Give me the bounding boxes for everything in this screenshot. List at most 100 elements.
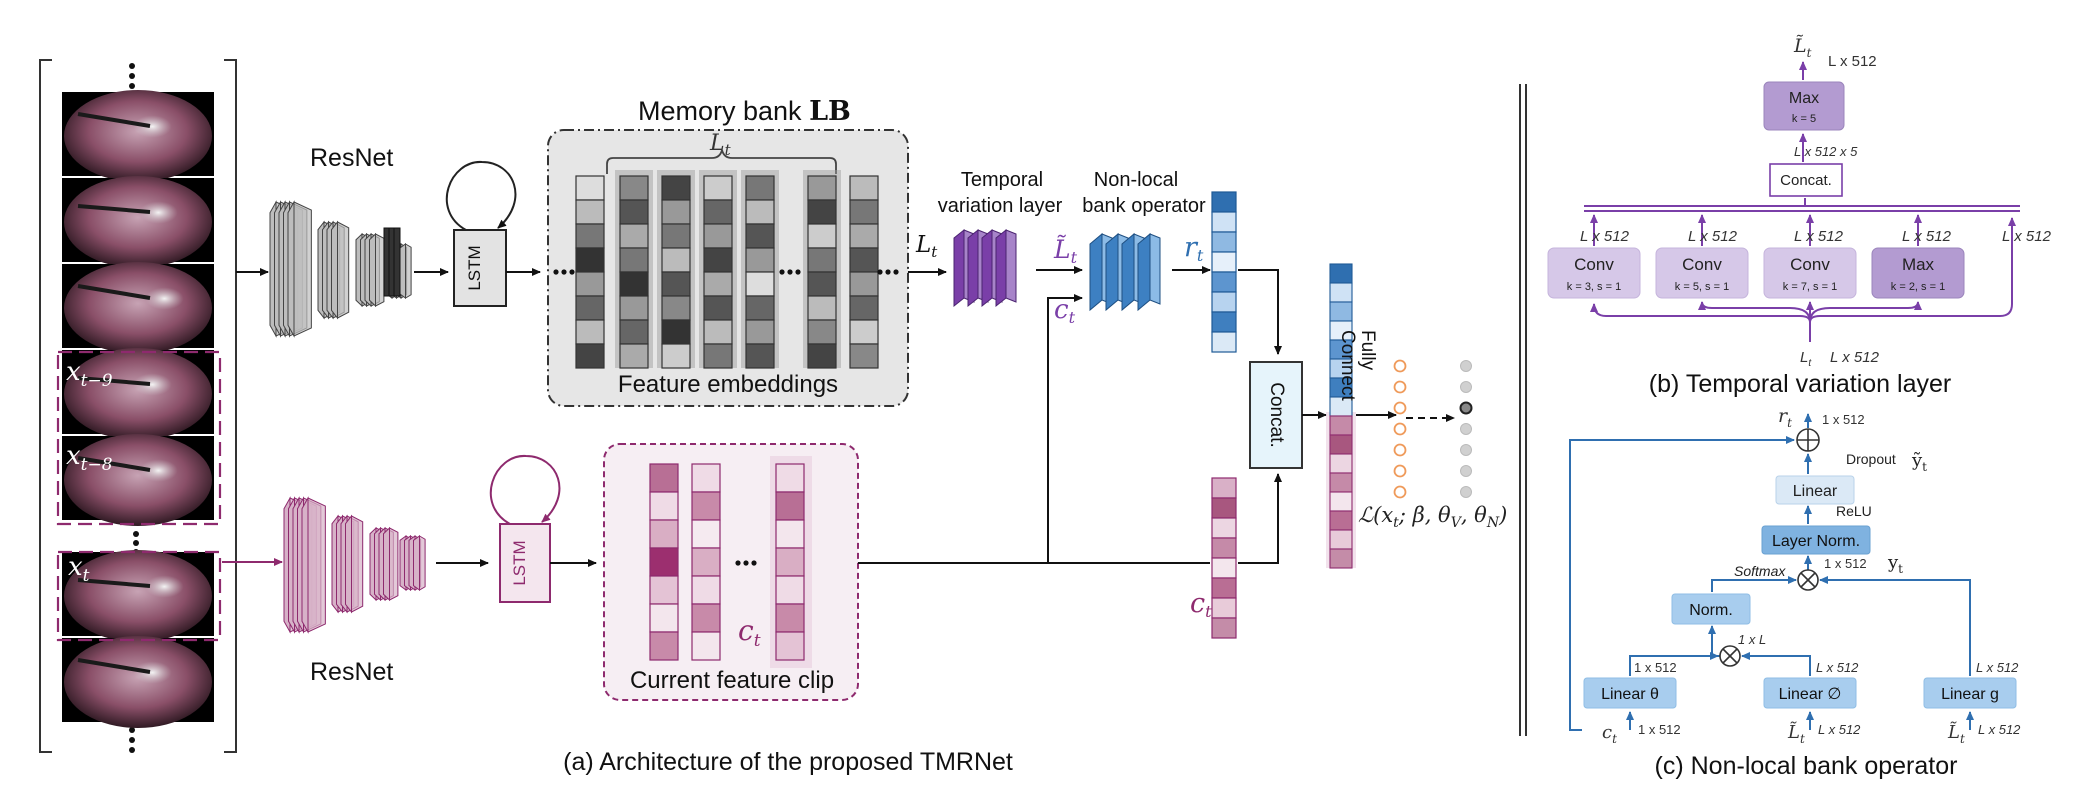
clip-cell-current — [775, 603, 805, 633]
bank-cell — [745, 271, 775, 297]
clip-cell-current — [775, 547, 805, 577]
resnet-slab-face — [419, 535, 426, 591]
ct-cell — [1211, 597, 1237, 619]
bank-cell — [849, 223, 879, 249]
bank-cell — [575, 199, 605, 225]
resnet-top-label: ResNet — [310, 144, 393, 172]
surgical-frame — [62, 434, 214, 526]
rt-cell — [1211, 311, 1237, 333]
bank-column — [699, 170, 737, 369]
clip-cell — [691, 463, 721, 493]
resnet-slab — [345, 514, 352, 614]
c-norm-label: Norm. — [1689, 602, 1733, 619]
bank-cell — [703, 271, 733, 297]
frame-instrument — [77, 658, 151, 674]
frame-instrument — [77, 376, 151, 386]
temporal-slab — [953, 228, 965, 308]
loss-label: ℒ(xt; β, θV, θN) — [1358, 503, 1507, 531]
resnet-slab — [369, 232, 376, 308]
ct-cell — [1211, 557, 1237, 579]
temporal-slab — [967, 228, 979, 308]
label-x-t9: xt−9 — [66, 357, 113, 391]
frame-instrument — [77, 204, 151, 214]
clip-cell — [649, 519, 679, 549]
bank-cell — [575, 175, 605, 201]
bank-column — [657, 170, 695, 369]
c-yt: yt — [1887, 552, 1903, 576]
nonlocal-label-2: bank operator — [1082, 195, 1206, 217]
current-feature-clip: Current feature clip ct — [603, 443, 859, 701]
resnet-slab — [413, 535, 420, 591]
output-node — [1460, 465, 1472, 477]
b-fan-curves — [1590, 217, 2016, 342]
concat-label: Concat. — [1266, 382, 1287, 447]
bank-cell — [619, 319, 649, 345]
ct-clip-label: ct — [738, 614, 761, 651]
concat-box: Concat. — [1249, 361, 1303, 469]
frame-tool-highlight — [126, 660, 174, 688]
feature-embeddings-label: Feature embeddings — [618, 371, 838, 398]
combined-cell-top — [1329, 301, 1353, 322]
b-top-label: L̃t — [1793, 35, 1812, 60]
bank-cell — [661, 175, 691, 201]
temporal-variation-block — [953, 228, 1017, 308]
bank-cell — [849, 199, 879, 225]
bank-cell — [745, 295, 775, 321]
rt-cell — [1211, 251, 1237, 273]
c-dim-1xL: 1 x L — [1738, 632, 1766, 647]
c-dropout: Dropout — [1846, 451, 1896, 467]
output-node — [1460, 486, 1472, 498]
bank-cell — [745, 223, 775, 249]
clip-cell — [649, 547, 679, 577]
clip-cell-current — [775, 575, 805, 605]
b-max2-label: Max — [1902, 255, 1935, 274]
bank-cell — [745, 175, 775, 201]
resnet-slab-face — [293, 201, 312, 337]
frame-instrument — [77, 456, 151, 472]
c-rt: rt — [1778, 405, 1792, 430]
b-conv2-params: k = 5, s = 1 — [1675, 281, 1729, 293]
c-yt-dim: 1 x 512 — [1824, 556, 1867, 571]
resnet-slab-face — [307, 497, 326, 633]
b-max2 — [1871, 247, 1965, 299]
lt-input-label: Lt — [915, 232, 938, 261]
bank-cell — [807, 271, 837, 297]
lstm-top-label: LSTM — [465, 245, 484, 290]
bank-cell — [849, 175, 879, 201]
nonlocal-slab — [1089, 232, 1103, 312]
c-theta-to-mult — [1629, 652, 1719, 676]
bank-cell — [703, 343, 733, 369]
caption-c: (c) Non-local bank operator — [1655, 752, 1958, 780]
c-g-to-mult — [1819, 576, 1971, 676]
clip-cell — [649, 491, 679, 521]
rt-cell — [1211, 191, 1237, 213]
resnet-slab — [383, 526, 390, 602]
bank-cell — [661, 247, 691, 273]
panel-c: rt 1 x 512 Dropout ỹt Linear ReLU Layer … — [1569, 405, 2021, 780]
lt-tilde-label: L̃t — [1053, 235, 1078, 267]
output-node — [1460, 423, 1472, 435]
c-linear — [1775, 475, 1855, 505]
caption-b: (b) Temporal variation layer — [1649, 370, 1951, 398]
combined-cell-bottom — [1329, 434, 1353, 455]
bank-column — [615, 170, 653, 369]
c-lt2: L̃t — [1947, 721, 1965, 746]
right-bracket — [224, 59, 237, 753]
bank-cell — [619, 199, 649, 225]
clip-cell — [649, 603, 679, 633]
b-dim5: L x 512 — [2002, 228, 2052, 245]
nonlocal-slab — [1121, 232, 1135, 312]
memory-bank-title: Memory bank LB — [638, 96, 851, 127]
ct-cell — [1211, 537, 1237, 559]
rt-cell — [1211, 211, 1237, 233]
ct-cell — [1211, 577, 1237, 599]
rt-cell — [1211, 291, 1237, 313]
resnet-slab-face — [337, 221, 350, 319]
clip-cell — [649, 575, 679, 605]
clip-cell — [691, 603, 721, 633]
bank-cell — [619, 247, 649, 273]
c-linear-label: Linear — [1793, 483, 1838, 500]
combined-cell-top — [1329, 282, 1353, 303]
c-linear-g — [1923, 677, 2017, 709]
